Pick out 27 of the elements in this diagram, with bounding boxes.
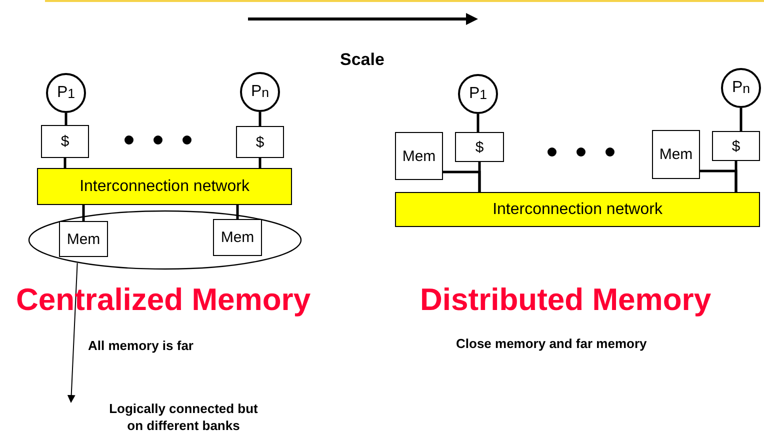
interconnect-bar: Interconnection network	[395, 192, 760, 227]
section-heading: Distributed Memory	[420, 282, 712, 318]
connector-line	[236, 205, 239, 219]
caption-text: All memory is far	[88, 338, 194, 353]
connector-line	[64, 113, 68, 125]
connector-line	[258, 158, 262, 168]
component-box: $	[41, 125, 89, 158]
connector-line	[700, 170, 738, 192]
connector-line	[82, 205, 85, 221]
connector-line	[476, 114, 480, 132]
component-box: Mem	[652, 130, 700, 179]
axis-label: Scale	[340, 50, 384, 70]
component-box: $	[455, 132, 504, 162]
interconnect-bar: Interconnection network	[37, 168, 292, 205]
component-box: Mem	[213, 219, 262, 256]
connector-line	[64, 158, 66, 168]
connector-line	[258, 112, 262, 126]
component-box: $	[236, 126, 284, 158]
connector-line	[443, 170, 481, 192]
component-box: Mem	[59, 221, 108, 257]
connector-line	[740, 108, 742, 131]
component-box: $	[712, 131, 760, 161]
caption-text: Close memory and far memory	[456, 336, 647, 351]
component-box: Mem	[395, 132, 443, 180]
memory-group-ellipse	[28, 210, 302, 270]
annotation-text: Logically connected but on different banks	[70, 396, 297, 440]
leader-line	[67, 262, 78, 403]
